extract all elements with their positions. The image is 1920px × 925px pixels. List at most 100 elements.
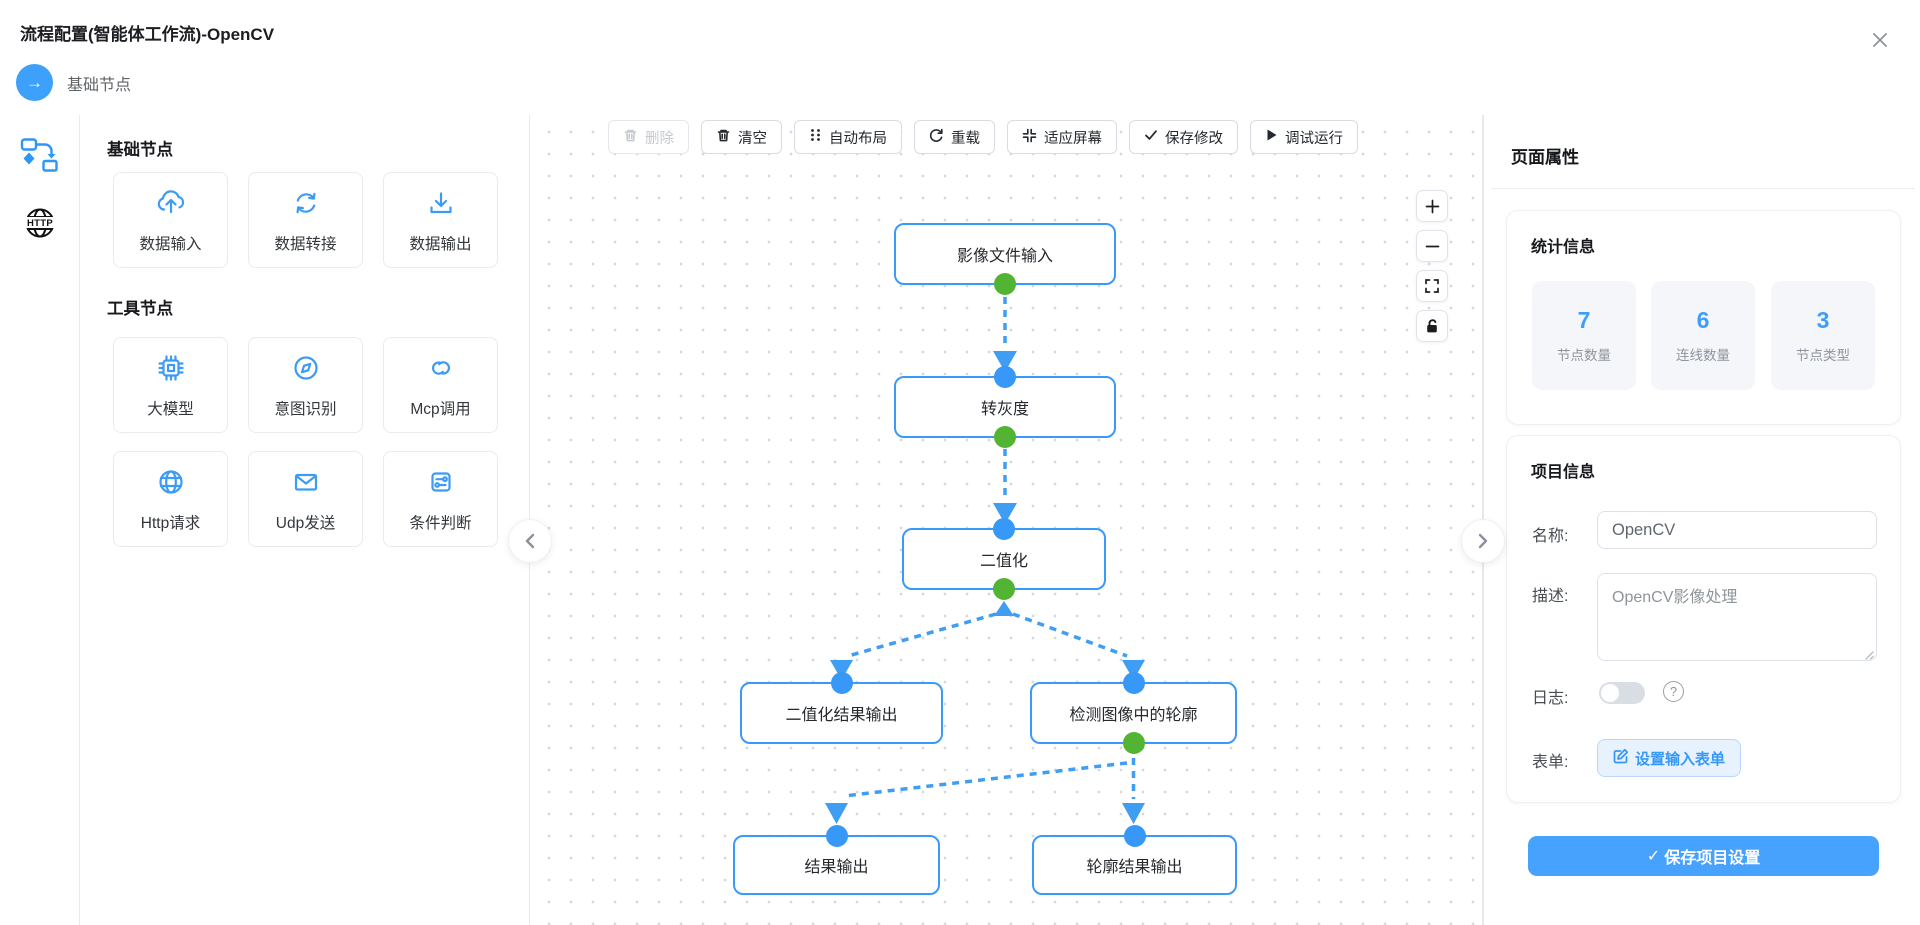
- trash-icon: [623, 128, 638, 147]
- output-port[interactable]: [1122, 732, 1145, 754]
- palette-item-llm[interactable]: 大模型: [113, 337, 228, 433]
- stats-title: 统计信息: [1531, 239, 1596, 256]
- node-result-output[interactable]: 结果输出: [733, 825, 940, 895]
- globe-icon: [156, 467, 186, 502]
- palette-item-label: Http请求: [140, 515, 201, 532]
- mail-icon: [291, 467, 321, 502]
- dots-grid-icon: [809, 128, 822, 146]
- page-title: 流程配置(智能体工作流)-OpenCV: [20, 25, 275, 44]
- output-port[interactable]: [994, 426, 1016, 448]
- flowchart-icon[interactable]: [0, 137, 80, 173]
- cloud-upload-icon: [155, 188, 187, 223]
- log-toggle[interactable]: [1599, 682, 1645, 704]
- breadcrumb-label: 基础节点: [67, 76, 132, 94]
- palette-section-title-tools: 工具节点: [107, 300, 173, 318]
- palette-item-data-output[interactable]: 数据输出: [383, 172, 498, 268]
- palette-item-udp-send[interactable]: Udp发送: [248, 451, 363, 547]
- node-to-gray[interactable]: 转灰度: [894, 366, 1116, 448]
- set-input-form-button[interactable]: 设置输入表单: [1597, 739, 1742, 777]
- node-contour-result-output[interactable]: 轮廓结果输出: [1032, 825, 1237, 895]
- project-description-textarea[interactable]: OpenCV影像处理: [1597, 573, 1877, 661]
- lock-button[interactable]: [1416, 310, 1448, 342]
- palette-item-label: Mcp调用: [410, 401, 471, 418]
- close-icon[interactable]: [1866, 26, 1894, 54]
- input-port[interactable]: [1122, 672, 1145, 694]
- refresh-icon: [291, 188, 321, 223]
- palette-item-label: 数据转接: [274, 236, 337, 253]
- edge-layer: [825, 297, 1145, 824]
- input-port[interactable]: [994, 366, 1016, 388]
- clear-button[interactable]: 清空: [701, 120, 782, 154]
- fit-screen-icon: [1022, 128, 1037, 147]
- node-palette: 基础节点 数据输入 数据转接 数据输出 工具节点: [80, 115, 530, 925]
- log-label: 日志:: [1532, 690, 1569, 707]
- collapse-right-panel-button[interactable]: [1461, 519, 1505, 563]
- project-name-input[interactable]: [1597, 511, 1877, 549]
- stat-node-count: 7 节点数量: [1532, 281, 1636, 390]
- edit-icon: [1613, 748, 1629, 768]
- node-image-file-input[interactable]: 影像文件输入: [894, 223, 1116, 295]
- save-changes-button[interactable]: 保存修改: [1129, 120, 1238, 154]
- output-port[interactable]: [994, 273, 1016, 295]
- delete-button[interactable]: 删除: [608, 120, 689, 154]
- input-port[interactable]: [1123, 825, 1146, 847]
- fit-view-button[interactable]: [1416, 270, 1448, 302]
- node-detect-contours[interactable]: 检测图像中的轮廓: [1030, 672, 1237, 754]
- palette-item-label: 意图识别: [274, 401, 337, 418]
- project-card: 项目信息 名称: 描述: OpenCV影像处理 日志: ? 表单: 设置输入表单: [1506, 435, 1901, 803]
- palette-item-label: 条件判断: [409, 515, 472, 532]
- palette-item-label: 大模型: [147, 401, 194, 418]
- help-icon[interactable]: ?: [1663, 681, 1684, 702]
- stat-node-type-count: 3 节点类型: [1771, 281, 1875, 390]
- palette-item-condition[interactable]: 条件判断: [383, 451, 498, 547]
- collapse-left-panel-button[interactable]: [508, 519, 552, 563]
- check-icon: [1144, 128, 1158, 146]
- palette-item-label: 数据输入: [139, 236, 202, 253]
- node-binarize[interactable]: 二值化: [902, 518, 1106, 600]
- palette-item-intent-recognition[interactable]: 意图识别: [248, 337, 363, 433]
- check-icon: ✓: [1646, 848, 1661, 865]
- play-icon: [1265, 128, 1278, 146]
- fit-screen-button[interactable]: 适应屏幕: [1007, 120, 1117, 154]
- breadcrumb: → 基础节点: [16, 64, 131, 101]
- canvas-toolbar: 删除 清空 自动布局 重载 适应屏幕 保存修改 调试运行: [608, 120, 1358, 154]
- properties-panel: 页面属性 统计信息 7 节点数量 6 连线数量 3 节点类型 项目信息 名称: …: [1483, 115, 1920, 925]
- debug-run-button[interactable]: 调试运行: [1250, 120, 1358, 154]
- left-rail: HTTP: [0, 115, 80, 925]
- palette-item-label: Udp发送: [275, 515, 336, 532]
- palette-item-http-request[interactable]: Http请求: [113, 451, 228, 547]
- form-label: 表单:: [1532, 754, 1569, 771]
- http-globe-icon[interactable]: HTTP: [0, 205, 80, 241]
- palette-item-data-transfer[interactable]: 数据转接: [248, 172, 363, 268]
- stats-card: 统计信息 7 节点数量 6 连线数量 3 节点类型: [1506, 210, 1901, 425]
- cpu-icon: [156, 353, 186, 388]
- palette-item-label: 数据输出: [409, 236, 472, 253]
- arrow-right-circle-icon[interactable]: →: [16, 64, 53, 101]
- project-title: 项目信息: [1531, 464, 1596, 481]
- stat-edge-count: 6 连线数量: [1651, 281, 1755, 390]
- link-icon: [426, 353, 456, 388]
- name-label: 名称:: [1532, 528, 1569, 545]
- output-port[interactable]: [993, 578, 1015, 600]
- description-label: 描述:: [1532, 588, 1569, 605]
- palette-item-mcp-call[interactable]: Mcp调用: [383, 337, 498, 433]
- node-binarize-result-output[interactable]: 二值化结果输出: [740, 672, 943, 744]
- flow-canvas[interactable]: 删除 清空 自动布局 重载 适应屏幕 保存修改 调试运行: [530, 115, 1483, 925]
- reload-button[interactable]: 重载: [914, 120, 995, 154]
- input-port[interactable]: [825, 825, 848, 847]
- input-port[interactable]: [830, 672, 853, 694]
- download-icon: [426, 188, 456, 223]
- zoom-out-button[interactable]: [1416, 230, 1448, 262]
- zoom-controls: [1416, 190, 1448, 342]
- input-port[interactable]: [993, 518, 1015, 540]
- auto-layout-button[interactable]: 自动布局: [794, 120, 902, 154]
- zoom-in-button[interactable]: [1416, 190, 1448, 222]
- properties-title: 页面属性: [1511, 148, 1579, 167]
- compass-icon: [291, 353, 321, 388]
- divider: [1491, 188, 1915, 189]
- palette-item-data-input[interactable]: 数据输入: [113, 172, 228, 268]
- save-project-settings-button[interactable]: ✓ 保存项目设置: [1528, 836, 1879, 876]
- reload-icon: [929, 128, 944, 147]
- sliders-icon: [426, 467, 456, 502]
- trash-icon: [716, 128, 731, 147]
